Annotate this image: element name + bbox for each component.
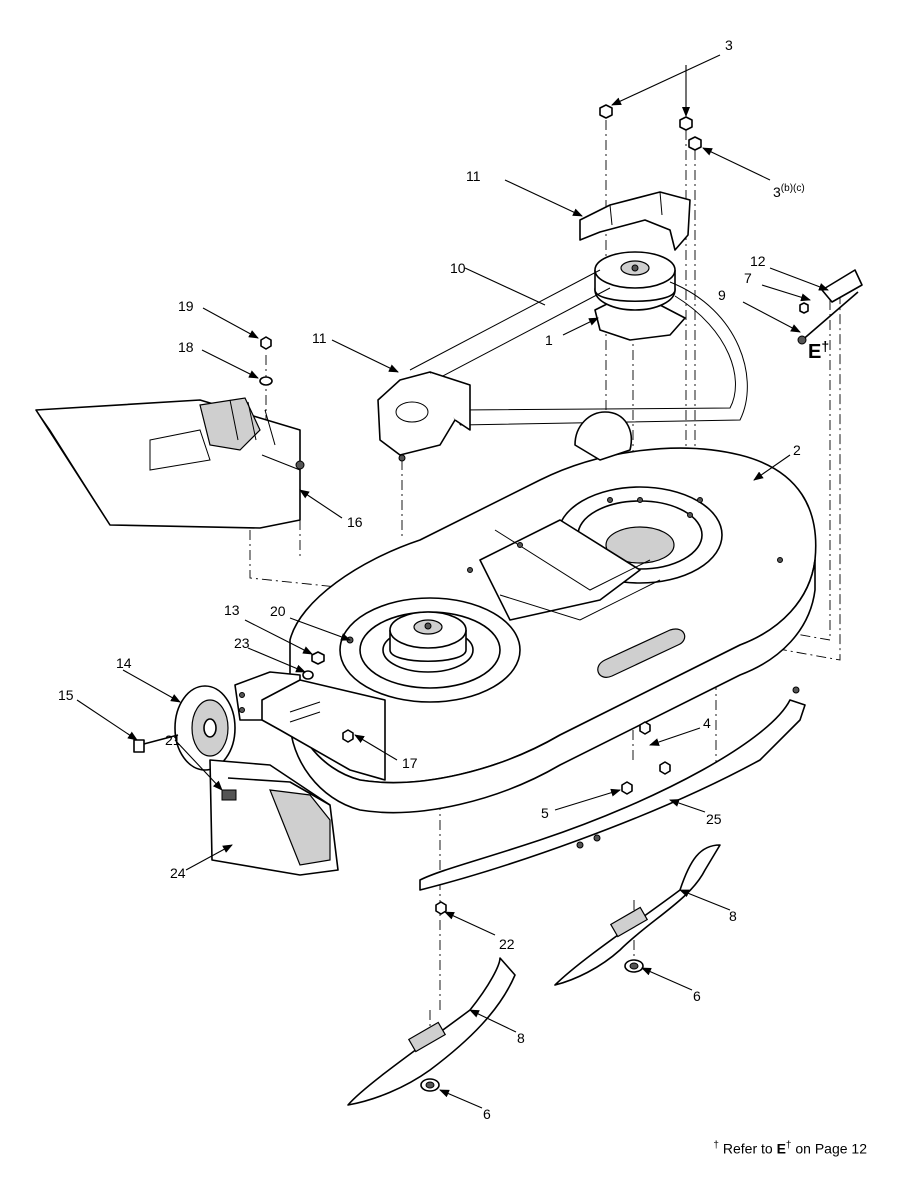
callout: 2 — [793, 442, 801, 458]
callout: 1 — [545, 332, 553, 348]
callout: 21 — [165, 732, 181, 748]
footnote-ref-dagger: † — [785, 1140, 792, 1151]
e-reference-letter: E — [808, 341, 821, 363]
footnote-suffix: on Page 12 — [795, 1140, 867, 1157]
footnote-prefix: Refer to — [722, 1140, 773, 1157]
callout: 11 — [312, 330, 327, 346]
callout-3-bc-superscript: (b)(c) — [781, 183, 805, 194]
mower-deck-housing — [289, 447, 817, 814]
discharge-chute — [35, 397, 305, 529]
callout: 13 — [224, 602, 240, 618]
callout: 4 — [703, 715, 711, 731]
callout-3-bc-base: 3 — [773, 184, 781, 200]
deflector-shield — [261, 679, 386, 781]
callout: 22 — [499, 936, 515, 952]
wheel-bolt — [133, 734, 179, 753]
callout: 24 — [170, 865, 186, 881]
callout: 6 — [483, 1106, 491, 1122]
blade-washer-left — [420, 1078, 440, 1092]
chute-deflector — [209, 759, 339, 876]
callout: 23 — [234, 635, 250, 651]
callout-3-bc: 3(b)(c) — [773, 183, 805, 200]
footnote: † Refer to E† on Page 12 — [713, 1140, 867, 1157]
callout: 16 — [347, 514, 363, 530]
drive-belt — [409, 269, 748, 426]
callout: 11 — [466, 168, 481, 184]
callout: 18 — [178, 339, 194, 355]
mower-blade-left — [347, 957, 516, 1106]
callout: 6 — [693, 988, 701, 1004]
hardware — [259, 104, 809, 915]
callout: 8 — [729, 908, 737, 924]
callout: 7 — [744, 270, 752, 286]
mower-blade-right — [554, 844, 721, 986]
idler-bracket — [574, 411, 632, 461]
belt-cover-right — [579, 191, 691, 251]
callout: 8 — [517, 1030, 525, 1046]
gauge-wheel — [174, 685, 236, 771]
callout: 17 — [402, 755, 418, 771]
callout: 12 — [750, 253, 766, 269]
deck-baffle — [419, 686, 806, 891]
callout: 20 — [270, 603, 286, 619]
blade-washer-right — [624, 959, 644, 973]
callout: 3 — [725, 37, 733, 53]
lift-rod — [797, 269, 863, 345]
callout: 10 — [450, 260, 466, 276]
callout: 14 — [116, 655, 132, 671]
e-reference-label: E† — [808, 338, 829, 363]
belt-cover-left — [377, 371, 471, 462]
spindle-pulley-assembly — [594, 251, 686, 341]
leader-lines — [76, 54, 829, 1109]
callout: 19 — [178, 298, 194, 314]
callout: 9 — [718, 287, 726, 303]
left-spindle-pulley — [382, 611, 474, 673]
footnote-ref-letter: E — [776, 1140, 786, 1157]
e-reference-dagger: † — [821, 338, 829, 354]
callout: 15 — [58, 687, 74, 703]
callout: 25 — [706, 811, 722, 827]
callout: 5 — [541, 805, 549, 821]
callout-labels: 3 3 11 10 12 7 9 1 19 18 11 16 2 13 20 2… — [58, 37, 829, 1122]
footnote-dagger: † — [713, 1140, 719, 1151]
